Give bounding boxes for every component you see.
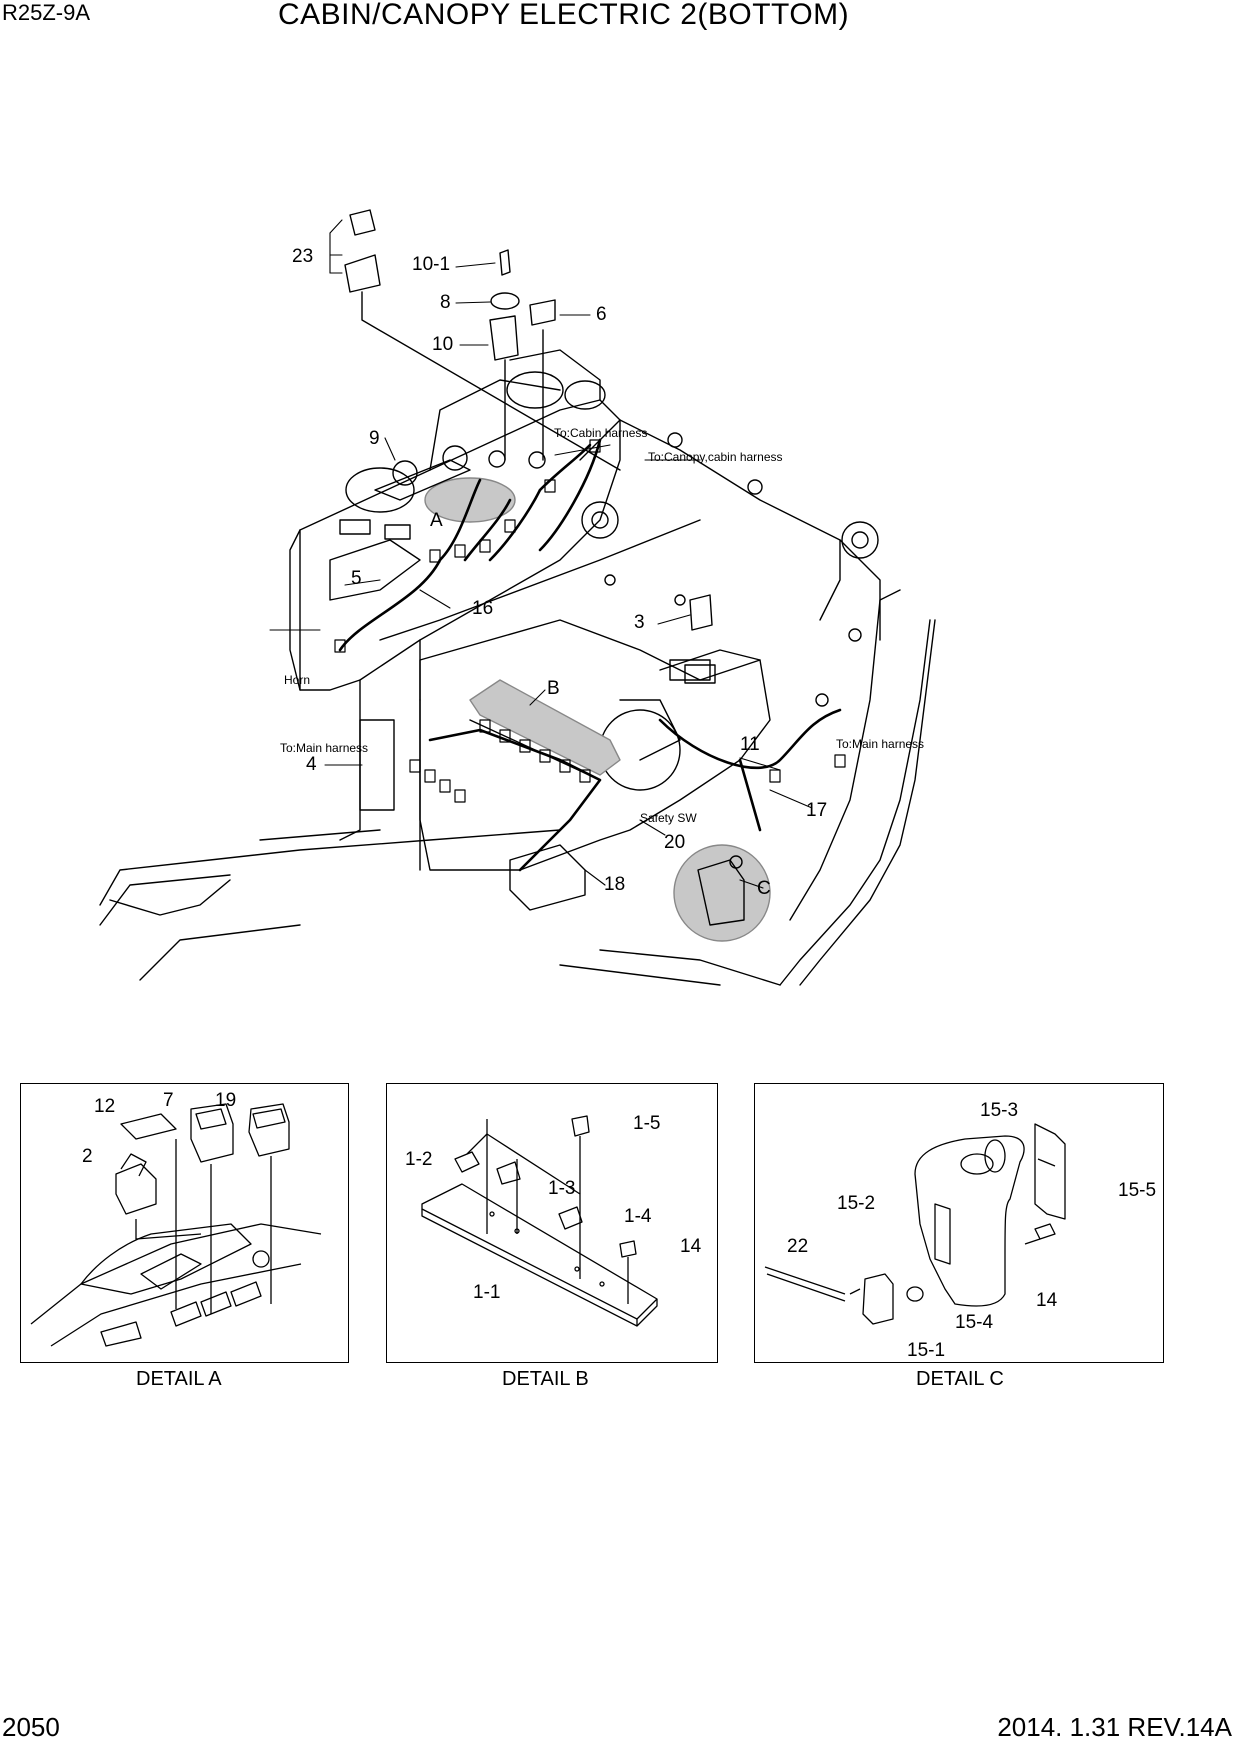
switch-3-body bbox=[689, 594, 713, 631]
callout-23: 23 bbox=[292, 246, 314, 267]
right-console bbox=[419, 619, 771, 871]
detail-c-callout-15-2: 15-2 bbox=[837, 1193, 876, 1214]
main-assembly-drawing bbox=[99, 209, 936, 986]
callout-5: 5 bbox=[351, 568, 362, 589]
detail-a-callout-12: 12 bbox=[94, 1096, 116, 1117]
detail-b-panel bbox=[386, 1083, 718, 1363]
note-to-canopy-cabin-harness: To:Canopy,cabin harness bbox=[648, 450, 783, 464]
floor-plate bbox=[379, 419, 881, 707]
right-console-switch bbox=[684, 664, 716, 684]
note-to-main-harness-left: To:Main harness bbox=[280, 741, 369, 755]
callout-detail-b: B bbox=[547, 678, 560, 699]
detail-c-caption: DETAIL C bbox=[916, 1368, 1004, 1390]
detail-b-callout-1-5: 1-5 bbox=[633, 1113, 661, 1134]
washer-8 bbox=[490, 292, 520, 310]
washer-cap bbox=[729, 855, 743, 869]
detail-a-callout-2: 2 bbox=[82, 1146, 93, 1167]
detail-c-callout-15-1: 15-1 bbox=[907, 1340, 946, 1361]
detail-b-callout-14: 14 bbox=[680, 1236, 702, 1257]
callout-9: 9 bbox=[369, 428, 380, 449]
detail-c-callout-22: 22 bbox=[787, 1236, 809, 1257]
callout-4: 4 bbox=[306, 754, 317, 775]
detail-c-callout-15-3: 15-3 bbox=[980, 1100, 1019, 1121]
callout-10: 10 bbox=[432, 334, 454, 355]
callout-16: 16 bbox=[472, 598, 494, 619]
detail-a-drawing bbox=[30, 1103, 322, 1347]
detail-b-drawing bbox=[421, 1115, 658, 1327]
note-to-main-harness-right: To:Main harness bbox=[836, 737, 925, 751]
detail-c-callout-15-4: 15-4 bbox=[955, 1312, 994, 1333]
detail-b-callout-1-2: 1-2 bbox=[405, 1149, 433, 1170]
revision-date: 2014. 1.31 REV.14A bbox=[997, 1712, 1232, 1742]
callout-17: 17 bbox=[806, 800, 828, 821]
leader-lines bbox=[269, 219, 813, 889]
detail-b-callout-1-4: 1-4 bbox=[624, 1206, 652, 1227]
cap-6 bbox=[529, 299, 556, 326]
detail-b-zone bbox=[469, 679, 621, 781]
page-number: 2050 bbox=[2, 1712, 60, 1742]
detail-a-caption: DETAIL A bbox=[136, 1368, 222, 1390]
detail-b-callout-1-1: 1-1 bbox=[473, 1282, 501, 1303]
callout-8: 8 bbox=[440, 292, 451, 313]
detail-a-panel bbox=[20, 1083, 349, 1363]
detail-b-callout-1-3: 1-3 bbox=[548, 1178, 576, 1199]
model-number: R25Z-9A bbox=[2, 0, 91, 25]
detail-c-zone bbox=[673, 844, 771, 942]
callout-18: 18 bbox=[604, 874, 626, 895]
callout-10-1: 10-1 bbox=[412, 254, 451, 275]
key-10-1 bbox=[499, 249, 511, 276]
connectors bbox=[334, 439, 846, 803]
callout-11: 11 bbox=[740, 734, 760, 755]
detail-b-caption: DETAIL B bbox=[502, 1368, 589, 1390]
detail-c-callout-14: 14 bbox=[1036, 1290, 1058, 1311]
note-safety-switch: Safety SW bbox=[640, 811, 697, 825]
note-to-cabin-harness: To:Cabin harness bbox=[554, 426, 648, 440]
key-switch-23 bbox=[344, 209, 621, 471]
instrument-cluster bbox=[374, 445, 471, 501]
relay-bracket bbox=[359, 719, 395, 811]
callout-6: 6 bbox=[596, 304, 607, 325]
controller-box bbox=[509, 844, 586, 911]
callout-3: 3 bbox=[634, 612, 645, 633]
washer-tank-outline bbox=[697, 859, 745, 926]
detail-a-callout-19: 19 bbox=[215, 1090, 237, 1111]
detail-c-callout-15-5: 15-5 bbox=[1118, 1180, 1157, 1201]
note-horn: Horn bbox=[284, 673, 311, 687]
detail-c-drawing bbox=[764, 1123, 1066, 1325]
callout-20: 20 bbox=[664, 832, 686, 853]
page-title: CABIN/CANOPY ELECTRIC 2(BOTTOM) bbox=[278, 0, 850, 31]
callout-detail-c: C bbox=[757, 878, 771, 899]
ignition-switch-10 bbox=[489, 315, 519, 361]
detail-c-panel bbox=[754, 1083, 1164, 1363]
floor-frame bbox=[99, 589, 936, 986]
detail-a-callout-7: 7 bbox=[163, 1090, 174, 1111]
callout-detail-a: A bbox=[430, 510, 443, 531]
